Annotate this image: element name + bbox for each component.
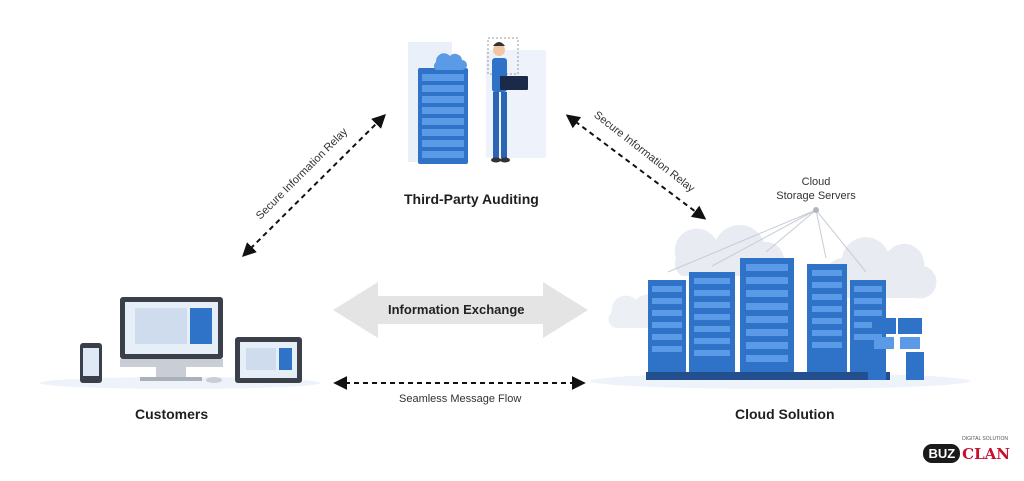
- information-exchange-label: Information Exchange: [388, 302, 525, 317]
- message-flow-label: Seamless Message Flow: [399, 393, 522, 405]
- laptop-icon: [500, 76, 528, 90]
- cloud-illustration: [608, 207, 937, 380]
- cloud-storage-servers-label: Cloud Storage Servers: [776, 176, 856, 202]
- logo-part2: CLAN: [962, 445, 1010, 463]
- person-head: [493, 44, 505, 56]
- auditing-label: Third-Party Auditing: [404, 191, 539, 207]
- workstation-icon: [868, 318, 924, 380]
- network-lines: [667, 209, 867, 273]
- server-racks: [646, 258, 890, 380]
- logo-tagline: DIGITAL SOLUTION: [962, 436, 1008, 442]
- network-hub: [813, 207, 819, 213]
- information-exchange-arrow: [333, 282, 588, 338]
- buzzclan-logo: DIGITAL SOLUTION BUZ CLAN: [923, 436, 1010, 463]
- cloud-solution-label: Cloud Solution: [735, 406, 835, 422]
- customers-label: Customers: [135, 406, 209, 422]
- logo-part1: BUZ: [923, 444, 961, 463]
- right-relay-connector: [565, 114, 707, 220]
- customers-illustration: [80, 297, 302, 383]
- left-relay-connector: [242, 114, 386, 257]
- cloud-icon: [434, 53, 467, 70]
- auditing-illustration: [408, 37, 546, 164]
